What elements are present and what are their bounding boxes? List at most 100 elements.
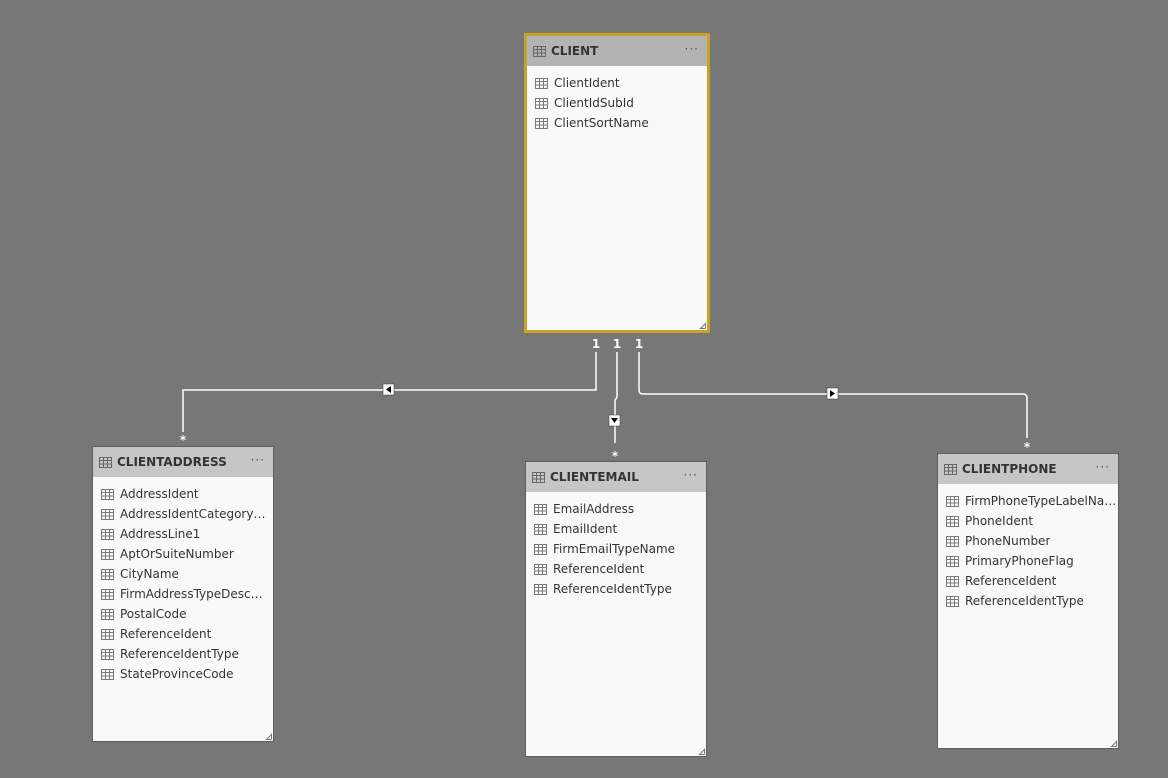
field-row[interactable]: ReferenceIdentType: [93, 644, 273, 664]
field-label: ReferenceIdent: [120, 627, 212, 641]
field-label: FirmAddressTypeDescript...: [120, 587, 266, 601]
field-row[interactable]: FirmAddressTypeDescript...: [93, 584, 273, 604]
resize-grip-icon[interactable]: [699, 322, 706, 329]
relationship-client-clientphone[interactable]: 1 *: [635, 337, 1031, 454]
field-row[interactable]: AddressIdentCategoryType: [93, 504, 273, 524]
column-icon: [101, 548, 114, 560]
column-icon: [101, 508, 114, 520]
field-row[interactable]: PostalCode: [93, 604, 273, 624]
table-header[interactable]: CLIENTEMAIL ···: [526, 462, 706, 492]
field-row[interactable]: EmailAddress: [526, 499, 706, 519]
more-options-icon[interactable]: ···: [250, 453, 265, 467]
table-icon: [533, 45, 546, 57]
field-row[interactable]: ClientSortName: [527, 113, 707, 133]
column-icon: [534, 523, 547, 535]
arrow-down-icon: [611, 418, 618, 423]
field-label: ReferenceIdentType: [120, 647, 239, 661]
table-header[interactable]: CLIENT ···: [527, 36, 707, 66]
table-icon: [532, 471, 545, 483]
field-label: ReferenceIdent: [553, 562, 645, 576]
arrow-left-icon: [386, 386, 391, 393]
field-label: FirmEmailTypeName: [553, 542, 676, 556]
table-icon: [99, 456, 112, 468]
table-header[interactable]: CLIENTPHONE ···: [938, 454, 1118, 484]
column-icon: [101, 628, 114, 640]
cardinality-many-label: *: [180, 433, 187, 447]
field-row[interactable]: ReferenceIdentType: [526, 579, 706, 599]
resize-grip-icon[interactable]: [265, 733, 272, 740]
table-header[interactable]: CLIENTADDRESS ···: [93, 447, 273, 477]
cardinality-one-label: 1: [613, 337, 621, 351]
field-label: PhoneNumber: [965, 534, 1051, 548]
field-row[interactable]: FirmEmailTypeName: [526, 539, 706, 559]
field-label: ReferenceIdent: [965, 574, 1057, 588]
field-label: AddressLine1: [120, 527, 201, 541]
cardinality-one-label: 1: [592, 337, 600, 351]
field-label: ClientIdSubId: [554, 96, 634, 110]
more-options-icon[interactable]: ···: [684, 42, 699, 56]
field-label: AddressIdent: [120, 487, 199, 501]
table-icon: [944, 463, 957, 475]
field-row[interactable]: AddressLine1: [93, 524, 273, 544]
relationship-line: [614, 352, 618, 443]
field-row[interactable]: ReferenceIdentType: [938, 591, 1118, 611]
field-row[interactable]: EmailIdent: [526, 519, 706, 539]
resize-grip-icon[interactable]: [1110, 740, 1117, 747]
relationship-client-clientaddress[interactable]: 1 *: [180, 337, 600, 447]
field-label: PrimaryPhoneFlag: [965, 554, 1074, 568]
table-title: CLIENTADDRESS: [117, 455, 227, 469]
field-row[interactable]: ClientIdent: [527, 73, 707, 93]
field-row[interactable]: PhoneIdent: [938, 511, 1118, 531]
column-icon: [534, 543, 547, 555]
table-title: CLIENTPHONE: [962, 462, 1057, 476]
field-row[interactable]: AddressIdent: [93, 484, 273, 504]
column-icon: [946, 515, 959, 527]
column-icon: [946, 535, 959, 547]
field-row[interactable]: ReferenceIdent: [93, 624, 273, 644]
column-icon: [101, 568, 114, 580]
field-label: ReferenceIdentType: [965, 594, 1084, 608]
column-icon: [946, 555, 959, 567]
relationship-client-clientemail[interactable]: 1 *: [608, 337, 621, 463]
field-label: ClientIdent: [554, 76, 620, 90]
column-icon: [101, 588, 114, 600]
field-row[interactable]: AptOrSuiteNumber: [93, 544, 273, 564]
more-options-icon[interactable]: ···: [683, 468, 698, 482]
field-row[interactable]: StateProvinceCode: [93, 664, 273, 684]
column-icon: [946, 595, 959, 607]
field-row[interactable]: ClientIdSubId: [527, 93, 707, 113]
cardinality-many-label: *: [612, 449, 619, 463]
field-row[interactable]: ReferenceIdent: [938, 571, 1118, 591]
field-row[interactable]: PrimaryPhoneFlag: [938, 551, 1118, 571]
field-label: PostalCode: [120, 607, 187, 621]
field-label: PhoneIdent: [965, 514, 1034, 528]
column-icon: [534, 583, 547, 595]
field-label: ClientSortName: [554, 116, 649, 130]
field-row[interactable]: ReferenceIdent: [526, 559, 706, 579]
field-label: FirmPhoneTypeLabelName: [965, 494, 1118, 508]
field-row[interactable]: FirmPhoneTypeLabelName: [938, 491, 1118, 511]
column-icon: [535, 97, 548, 109]
column-icon: [534, 503, 547, 515]
more-options-icon[interactable]: ···: [1095, 460, 1110, 474]
column-icon: [101, 608, 114, 620]
arrow-right-icon: [830, 390, 835, 397]
table-title: CLIENTEMAIL: [550, 470, 639, 484]
field-label: ReferenceIdentType: [553, 582, 672, 596]
cardinality-one-label: 1: [635, 337, 643, 351]
resize-grip-icon[interactable]: [698, 748, 705, 755]
table-title: CLIENT: [551, 44, 599, 58]
field-label: AddressIdentCategoryType: [120, 507, 266, 521]
column-icon: [101, 528, 114, 540]
field-row[interactable]: PhoneNumber: [938, 531, 1118, 551]
field-row[interactable]: CityName: [93, 564, 273, 584]
